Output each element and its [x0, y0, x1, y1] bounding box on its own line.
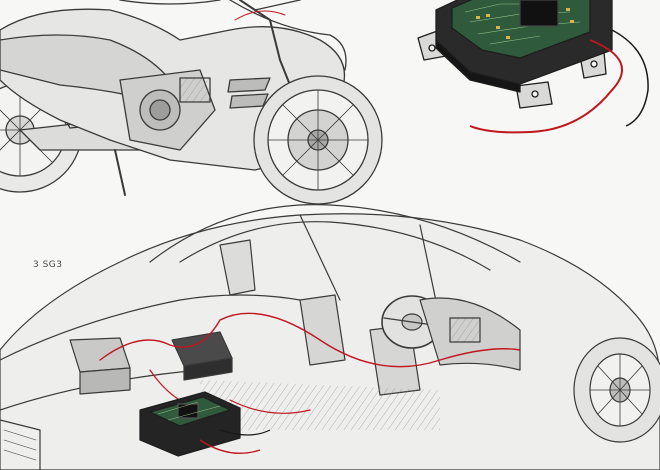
car-rear-wheel [573, 337, 660, 443]
wire-black [611, 29, 649, 127]
car-battery [69, 337, 131, 395]
car-wiring-harness [99, 312, 521, 368]
motorcycle-engine [119, 69, 216, 151]
motorcycle-drawing [0, 0, 383, 205]
car-control-box [171, 331, 233, 381]
wire-red [469, 39, 623, 134]
motorcycle-front-wheel [253, 75, 383, 205]
car-cutaway-drawing [0, 204, 660, 470]
diagram-caption: 3 SG3 [33, 260, 63, 270]
car-ecu-module [139, 391, 271, 457]
ecu-module-drawing [417, 0, 649, 134]
